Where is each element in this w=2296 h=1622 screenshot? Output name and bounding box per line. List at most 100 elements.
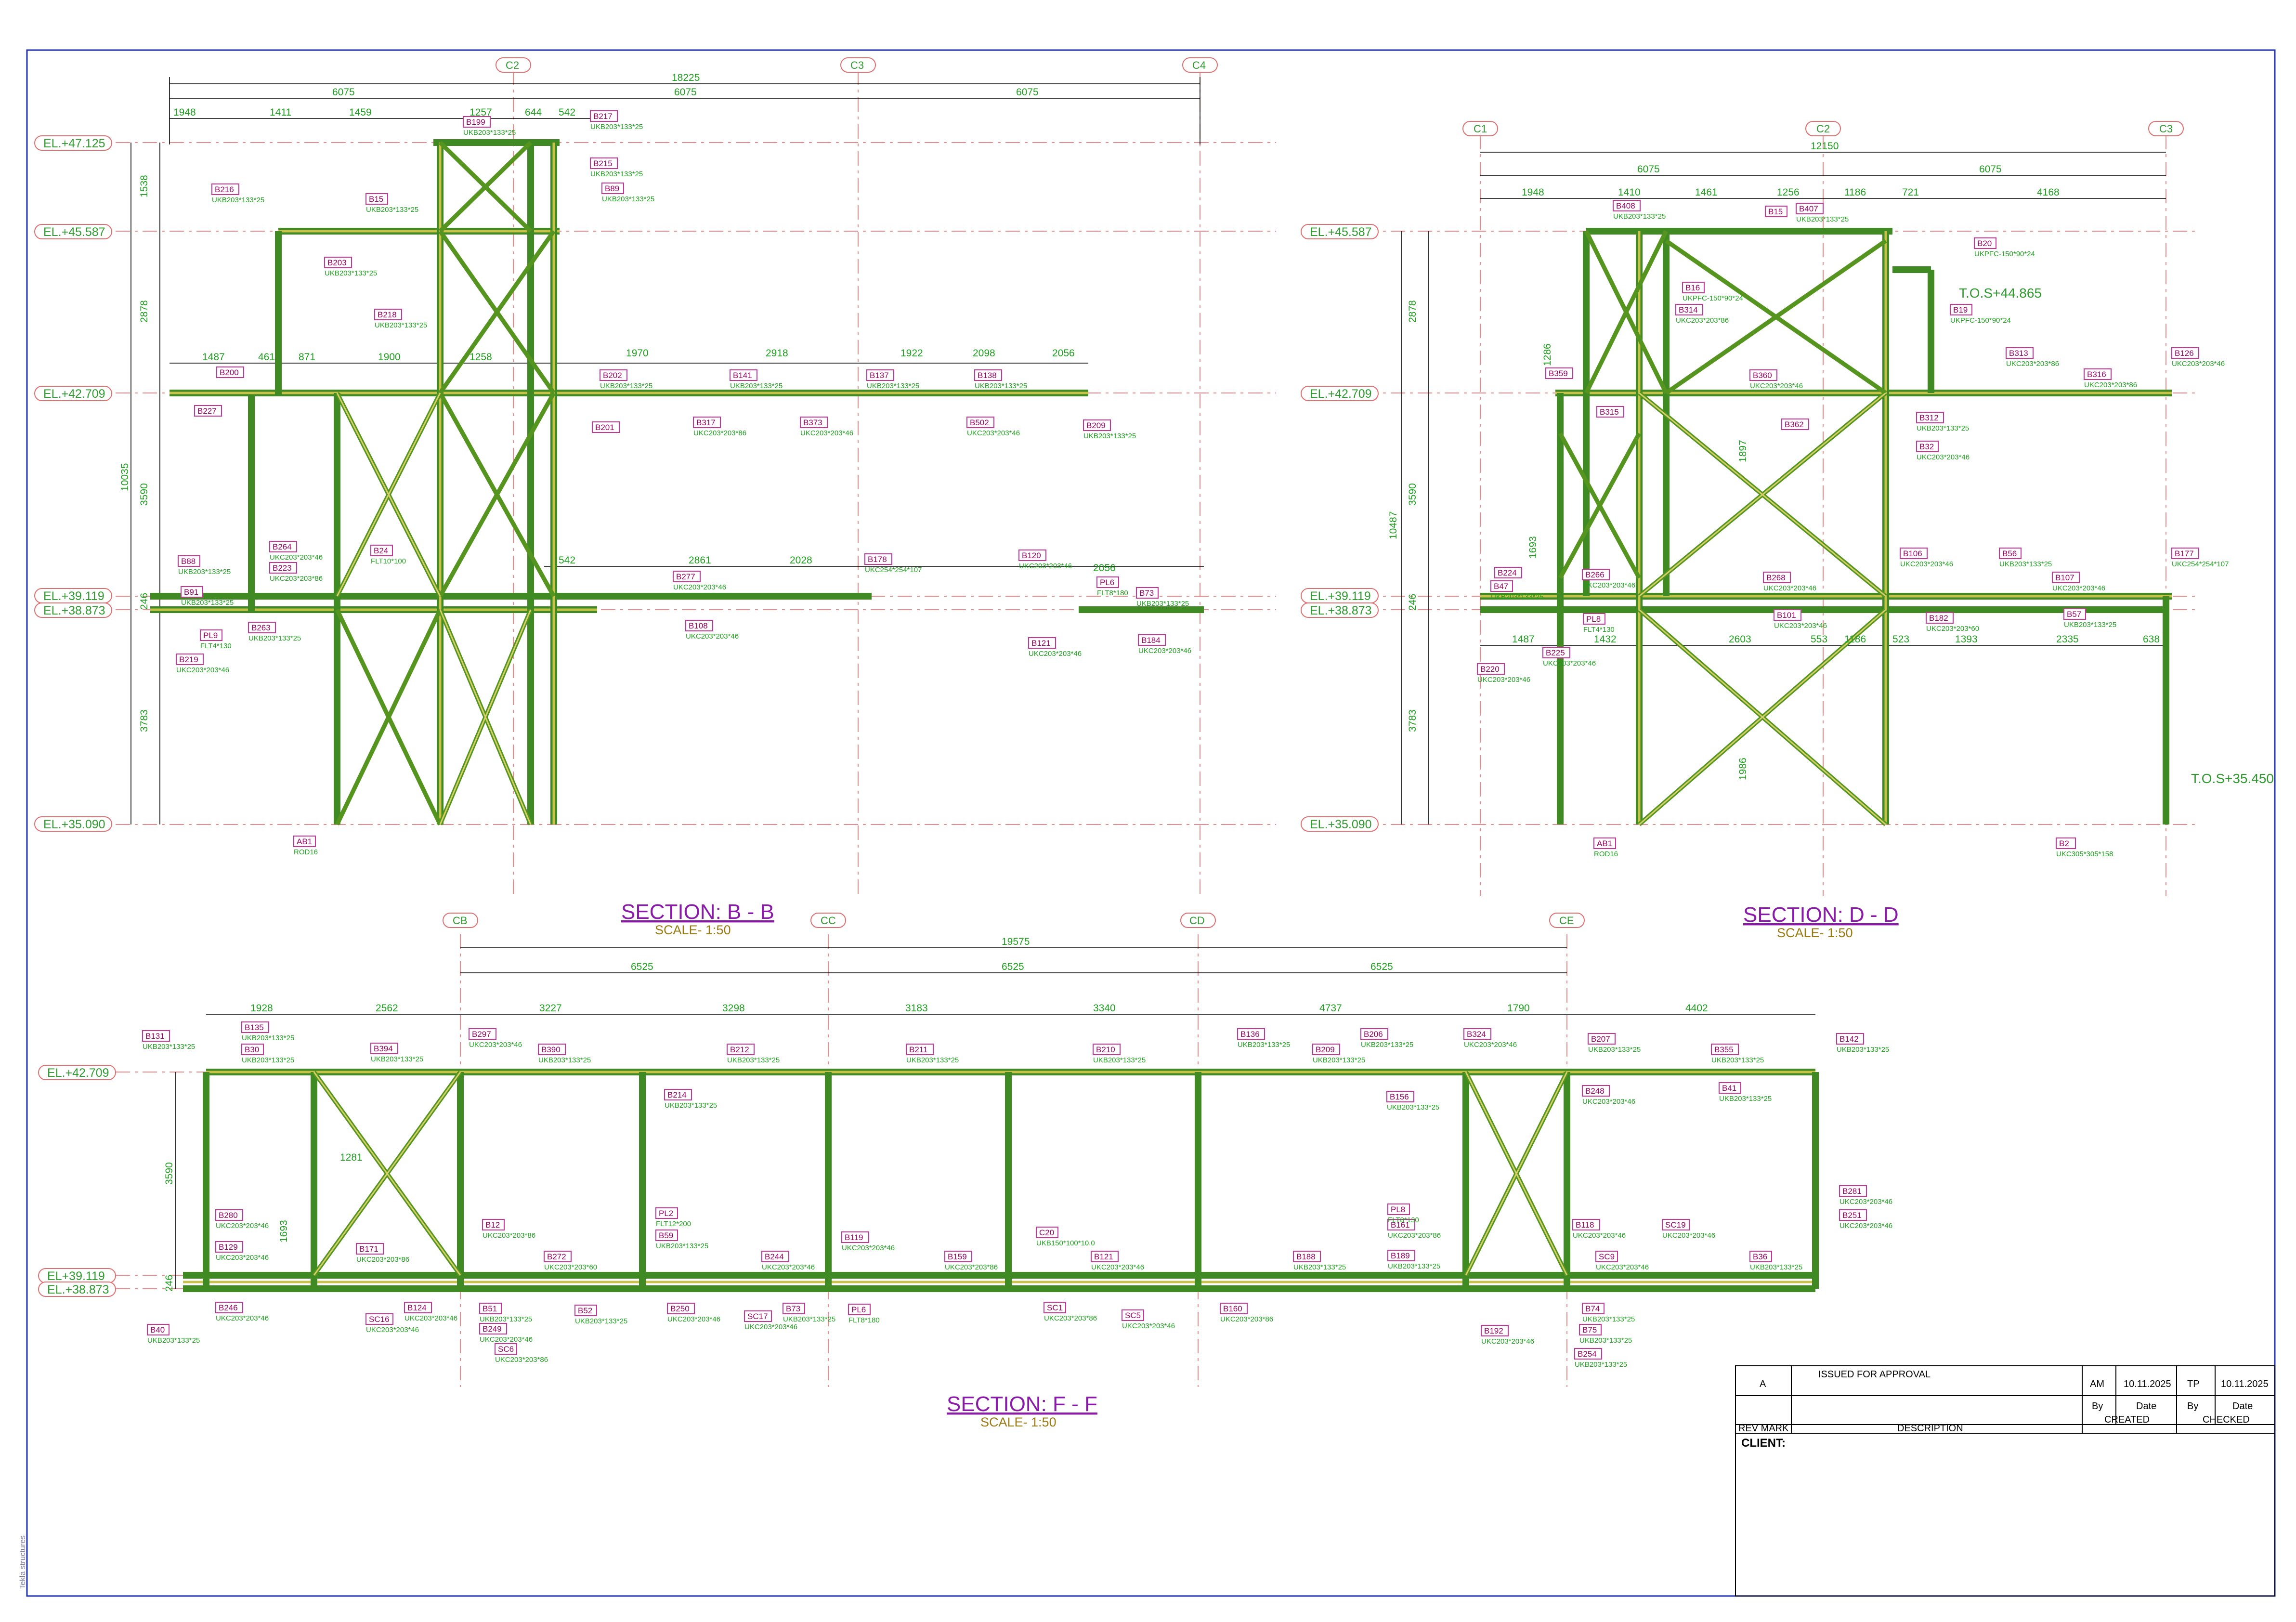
member-tag-box — [1044, 1302, 1066, 1313]
member-tag-box — [1582, 1303, 1605, 1314]
ff-vert-dim: 1281 — [340, 1152, 363, 1163]
member-tag-profile: UKC203*203*46 — [1839, 1198, 1892, 1206]
ff-top-chain: 4737 — [1319, 1003, 1342, 1014]
bb-el-42709: EL.+42.709 — [43, 387, 105, 401]
member-tag-box — [667, 1303, 695, 1314]
member-tag: B15 — [1765, 206, 1787, 217]
bb-vert-dim: 2878 — [139, 300, 150, 323]
member-tag-box — [2171, 548, 2199, 559]
member-tag-box — [1596, 406, 1624, 418]
member-tag-box — [1138, 634, 1166, 646]
member-tag-profile: UKB203*133*25 — [1588, 1046, 1641, 1054]
member-tag: B224 — [1494, 567, 1522, 578]
member-tag-box — [1916, 441, 1939, 452]
member-tag-profile: UKB203*133*25 — [867, 382, 919, 390]
member-tag-id: SC19 — [1665, 1220, 1686, 1230]
member-tag-profile: UKB203*133*25 — [590, 123, 643, 131]
member-tag-id: B313 — [2009, 349, 2028, 358]
member-tag-box — [1682, 282, 1705, 293]
member-tag-profile: UKC203*203*46 — [1029, 650, 1082, 658]
member-tag-box — [730, 369, 757, 381]
member-tag-box — [216, 366, 244, 378]
member-tag-box — [370, 1043, 398, 1054]
member-tag-profile: UKC203*203*46 — [1464, 1041, 1517, 1049]
member-tag-box — [1774, 609, 1801, 621]
bb-el-39119: EL.+39.119 — [43, 589, 104, 603]
member-tag-box — [1360, 1028, 1388, 1040]
bb-top-chain: 1459 — [349, 107, 372, 118]
member-tag-profile: UKC203*203*46 — [1750, 382, 1803, 390]
member-tag-id: B248 — [1585, 1086, 1605, 1096]
member-tag-box — [1481, 1325, 1509, 1336]
member-tag-box — [365, 1313, 393, 1325]
ff-top-chain: 1928 — [250, 1003, 273, 1014]
member-tag-id: B16 — [1685, 283, 1700, 292]
member-tag-id: B15 — [369, 195, 383, 204]
member-tag-id: B314 — [1679, 305, 1698, 314]
bb-top-chain: 1948 — [173, 107, 196, 118]
member-tag-profile: UKC203*203*46 — [404, 1314, 457, 1322]
bb-el-38873: EL.+38.873 — [43, 604, 105, 617]
member-tag-box — [147, 1324, 170, 1335]
member-tag-profile: FLT8*180 — [1097, 589, 1128, 597]
member-tag-profile: UKC203*203*86 — [1388, 1231, 1441, 1240]
member-tag-id: B251 — [1842, 1211, 1862, 1220]
member-tag-profile: UKB203*133*25 — [1491, 593, 1543, 601]
member-tag-id: B502 — [970, 418, 989, 427]
bb-bay-dim: 6075 — [332, 87, 355, 98]
member-tag-box — [1675, 304, 1703, 315]
bb-beam-chain: 1922 — [900, 348, 923, 359]
member-tag-id: B360 — [1753, 371, 1772, 380]
bb-mid-chain: 1900 — [378, 352, 401, 363]
member-tag-id: B317 — [696, 418, 716, 427]
member-tag-profile: UKB203*133*25 — [1093, 1056, 1146, 1064]
member-tag-box — [544, 1251, 572, 1262]
bb-vert-dim: 246 — [139, 593, 150, 610]
member-tag-id: B142 — [1839, 1034, 1859, 1044]
member-tag-box — [463, 116, 491, 128]
member-tag-box — [685, 620, 713, 631]
member-tag-id: B20 — [1977, 239, 1992, 248]
member-tag-box — [1463, 1028, 1491, 1040]
member-tag-box — [1545, 367, 1573, 379]
member-tag-profile: UKC203*203*86 — [1220, 1315, 1273, 1323]
member-tag-id: B266 — [1585, 570, 1605, 579]
bb-vert-dim: 10035 — [119, 463, 130, 491]
member-tag-profile: UKB203*133*25 — [1711, 1056, 1764, 1064]
member-tag-profile: UKB203*133*25 — [1575, 1360, 1627, 1369]
member-tag-id: B89 — [605, 184, 619, 193]
member-tag-id: B36 — [1753, 1252, 1767, 1261]
member-tag-box — [1237, 1028, 1265, 1040]
member-tag-box — [482, 1219, 505, 1230]
member-tag-profile: UKB203*133*25 — [1719, 1095, 1772, 1103]
member-tag-box — [1583, 613, 1605, 625]
dd-top-chain: 1461 — [1695, 187, 1718, 198]
member-tag-id: B2 — [2059, 839, 2069, 848]
member-tag-id: B129 — [219, 1243, 238, 1252]
member-tag-id: B212 — [730, 1045, 749, 1054]
member-tag-profile: UKC203*203*46 — [1122, 1322, 1175, 1330]
